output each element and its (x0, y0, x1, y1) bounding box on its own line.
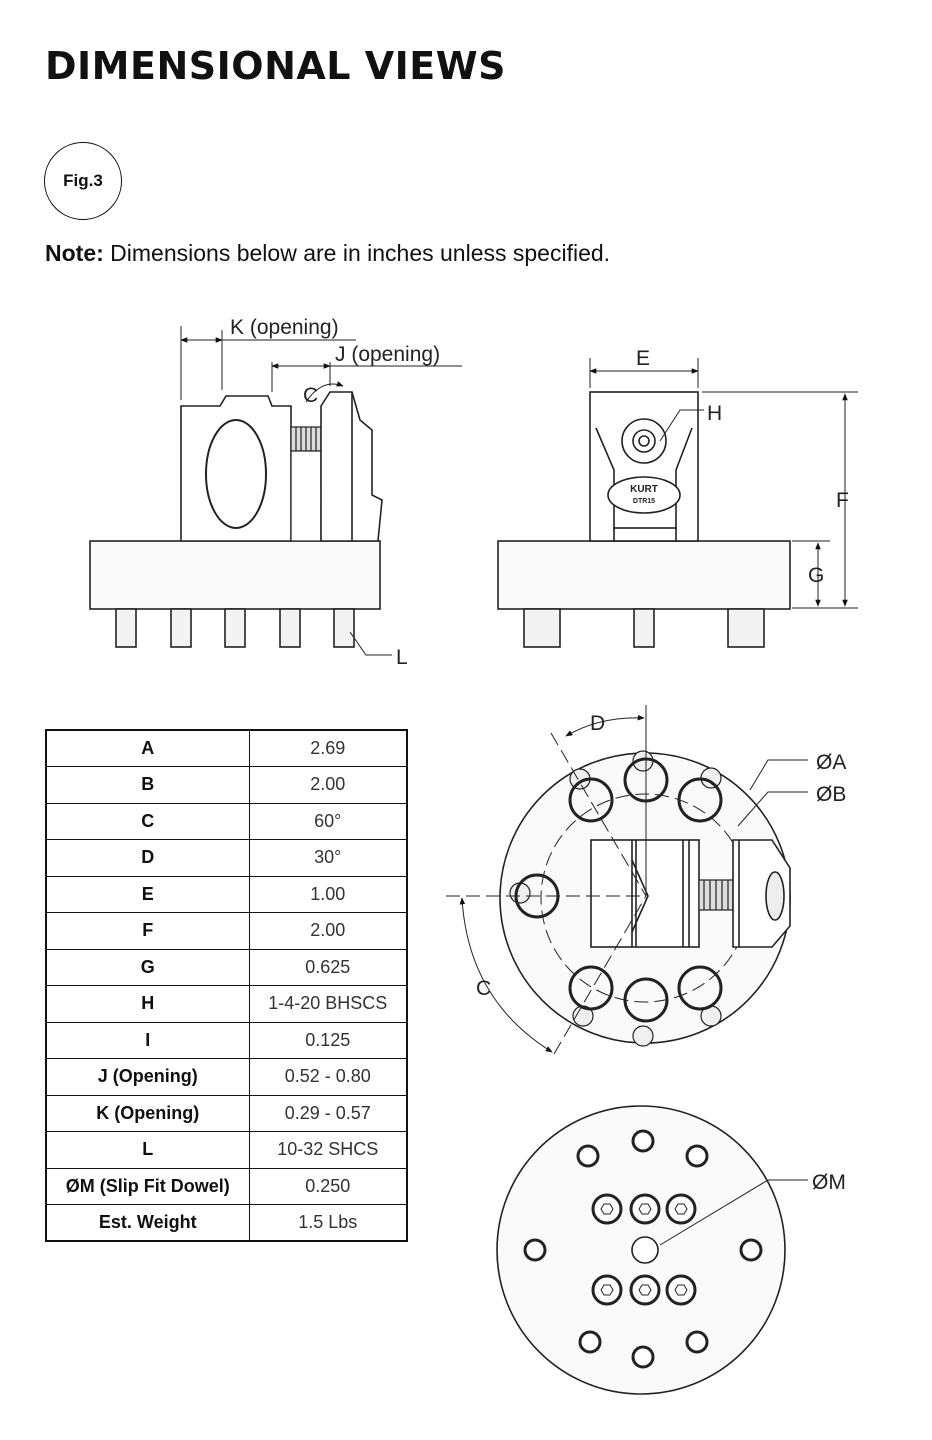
bottom-dimensions (659, 1179, 808, 1246)
side-jaw-wings (595, 427, 693, 530)
spec-label-cell: D (45, 839, 250, 877)
dim-l-label: L (396, 646, 408, 669)
side-dimensions (589, 358, 858, 609)
note: Note: Dimensions below are in inches unl… (45, 240, 610, 267)
table-row: K (Opening)0.29 - 0.57 (45, 1094, 408, 1132)
spec-label-cell: H (45, 985, 250, 1023)
spec-value-cell: 2.69 (248, 729, 408, 767)
figure-label: Fig.3 (63, 171, 103, 190)
side-view (497, 391, 791, 648)
bottom-outer-holes (523, 1129, 763, 1369)
spec-value-cell: 0.625 (248, 948, 408, 986)
spec-label-cell: G (45, 948, 250, 986)
spec-value-cell: 1.00 (248, 875, 408, 913)
spec-value-cell: 10-32 SHCS (248, 1131, 408, 1169)
spec-label-cell: B (45, 766, 250, 804)
dim-e-label: E (636, 347, 650, 370)
spec-label-cell: Est. Weight (45, 1204, 250, 1242)
bottom-screw-heads (591, 1193, 697, 1306)
note-text: Dimensions below are in inches unless sp… (103, 240, 611, 266)
side-studs (523, 608, 765, 648)
spec-value-cell: 60° (248, 802, 408, 840)
spec-value-cell: 0.125 (248, 1021, 408, 1059)
spec-label-cell: E (45, 875, 250, 913)
spec-value-cell: 2.00 (248, 912, 408, 950)
spec-label-cell: C (45, 802, 250, 840)
spec-label-cell: I (45, 1021, 250, 1059)
logo-model: DTR15 (633, 498, 655, 505)
dim-k-label: K (opening) (230, 316, 339, 339)
jaw-oval (205, 419, 267, 529)
spec-value-cell: 1-4-20 BHSCS (248, 985, 408, 1023)
page-title: DIMENSIONAL VIEWS (45, 44, 507, 88)
dim-h-label: H (707, 402, 722, 425)
dim-c-angle-label: C (476, 977, 491, 1000)
front-base-plate (89, 540, 381, 610)
dim-d-label: D (590, 712, 605, 735)
front-view (89, 391, 383, 648)
front-dimensions (180, 326, 462, 656)
front-studs (115, 608, 355, 648)
spec-value-cell: 0.52 - 0.80 (248, 1058, 408, 1096)
spec-value-cell: 30° (248, 839, 408, 877)
spec-label-cell: K (Opening) (45, 1094, 250, 1132)
bottom-view (496, 1105, 786, 1395)
spec-label-cell: A (45, 729, 250, 767)
logo-brand: KURT (630, 484, 658, 495)
dim-dia-a-label: ØA (816, 751, 846, 774)
dim-j-label: J (opening) (335, 343, 440, 366)
dim-dia-b-label: ØB (816, 783, 846, 806)
spec-label-cell: ØM (Slip Fit Dowel) (45, 1167, 250, 1205)
spec-label-cell: L (45, 1131, 250, 1169)
spec-value-cell: 1.5 Lbs (248, 1204, 408, 1242)
spec-label-cell: J (Opening) (45, 1058, 250, 1096)
spec-value-cell: 0.29 - 0.57 (248, 1094, 408, 1132)
top-dimensions (446, 705, 808, 1055)
table-row: J (Opening)0.52 - 0.80 (45, 1058, 408, 1096)
spec-label-cell: F (45, 912, 250, 950)
top-screw (698, 879, 734, 911)
dim-g-label: G (808, 564, 824, 587)
side-base-plate (497, 540, 791, 610)
logo-plate (607, 476, 681, 514)
dowel-hole-m (631, 1236, 659, 1264)
dim-f-label: F (836, 489, 849, 512)
figure-badge: Fig.3 (44, 142, 122, 220)
dim-c-top-label: C (303, 384, 318, 407)
spec-value-cell: 2.00 (248, 766, 408, 804)
screw (290, 426, 322, 542)
spec-value-cell: 0.250 (248, 1167, 408, 1205)
table-row: ØM (Slip Fit Dowel)0.250 (45, 1167, 408, 1205)
note-label: Note: (45, 240, 104, 266)
dim-dia-m-label: ØM (812, 1171, 846, 1194)
side-jaw-block (589, 391, 699, 542)
bottom-hex-sockets (600, 1203, 688, 1296)
